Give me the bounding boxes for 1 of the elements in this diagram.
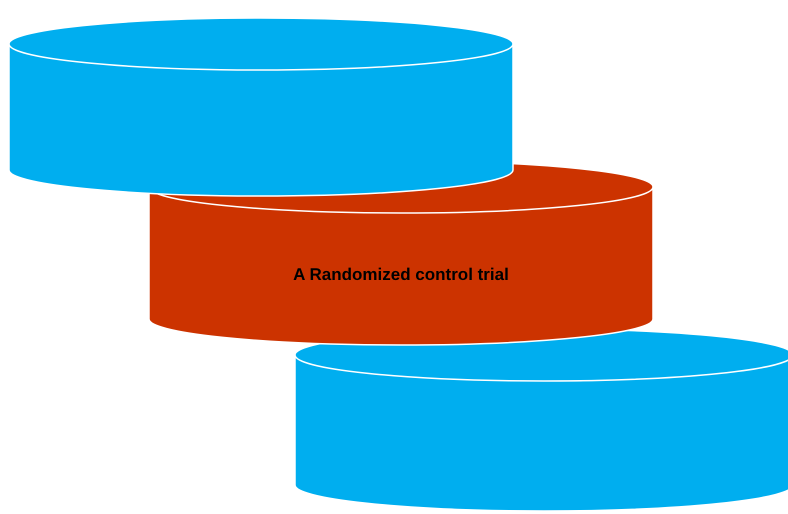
- cylinder-label: A Randomized control trial: [292, 265, 510, 285]
